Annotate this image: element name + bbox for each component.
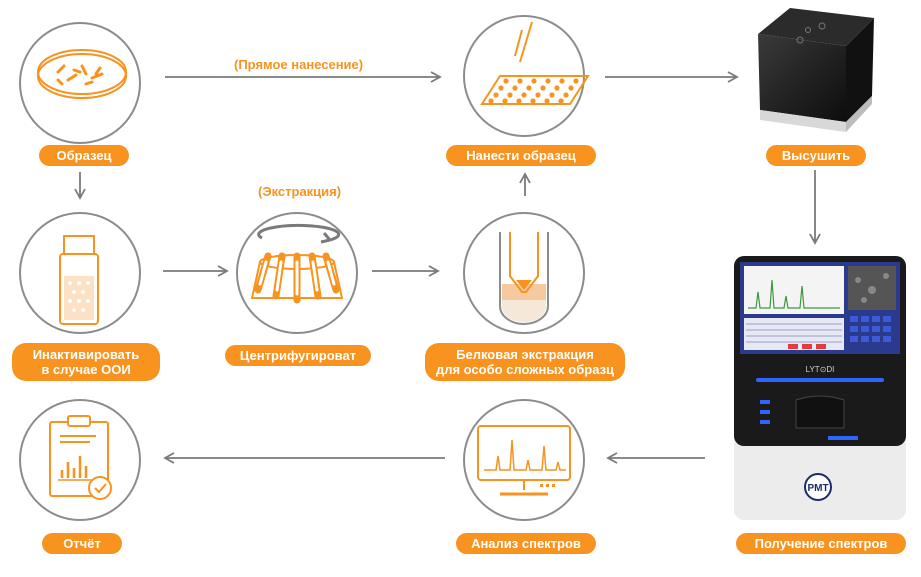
checkmark-shield-icon bbox=[88, 476, 112, 500]
step-inactivate-line1: Инактивировать bbox=[32, 347, 140, 362]
step-dry-label: Высушить bbox=[766, 145, 866, 166]
step-centrifuge-label: Центрифугироват bbox=[225, 345, 371, 366]
direct-application-note: (Прямое нанесение) bbox=[234, 57, 364, 72]
step-protein-line2: для особо сложных образц bbox=[435, 362, 615, 377]
pmt-badge bbox=[804, 473, 832, 501]
device-brand: LYT⊙DI bbox=[806, 365, 835, 374]
pipette-icon bbox=[514, 21, 533, 63]
centrifuge-rotor-icon bbox=[250, 223, 344, 304]
vial-icon bbox=[59, 235, 99, 325]
step-apply-label: Нанести образец bbox=[446, 145, 596, 166]
target-plate-icon bbox=[480, 21, 590, 105]
pmt-badge-label: PMT bbox=[807, 483, 828, 494]
extraction-tube-icon bbox=[499, 232, 549, 325]
dryer-device-icon bbox=[758, 8, 874, 132]
step-inactivate-label: Инактивировать в случае ООИ bbox=[12, 343, 160, 381]
step-inactivate-line2: в случае ООИ bbox=[41, 362, 131, 377]
step-report-label: Отчёт bbox=[42, 533, 122, 554]
step-analyze-label: Анализ спектров bbox=[456, 533, 596, 554]
step-protein-label: Белковая экстракция для особо сложных об… bbox=[425, 343, 625, 381]
report-clipboard-icon bbox=[49, 415, 112, 500]
step-acquire-label: Получение спектров bbox=[736, 533, 906, 554]
sample-circle bbox=[19, 22, 141, 144]
extraction-note: (Экстракция) bbox=[258, 184, 342, 199]
petri-dish-icon bbox=[37, 49, 127, 99]
step-sample-label: Образец bbox=[39, 145, 129, 166]
step-protein-line1: Белковая экстракция bbox=[456, 347, 594, 362]
mass-spectrometer-device: LYT⊙DI PMT bbox=[734, 256, 906, 520]
flow-arrows bbox=[74, 71, 821, 464]
spectrum-monitor-icon bbox=[477, 425, 571, 496]
